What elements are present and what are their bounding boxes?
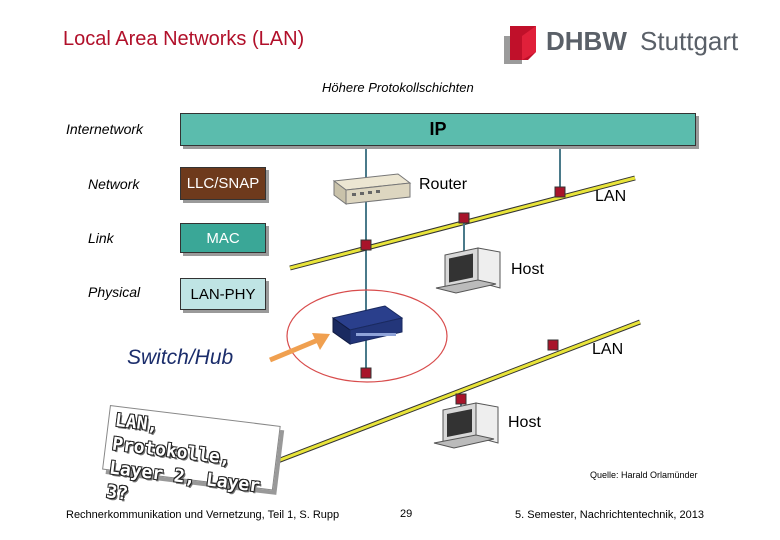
logo-dhbw-text: DHBW: [546, 26, 627, 56]
ip-label: IP: [429, 119, 447, 139]
layer-label-link: Link: [88, 230, 114, 246]
layer-label-physical: Physical: [88, 284, 141, 300]
llc-snap-box: LLC/SNAP: [180, 167, 266, 200]
ip-layer-box: IP: [180, 113, 696, 146]
host-bottom-label: Host: [508, 414, 541, 431]
lan-phy-box: LAN-PHY: [180, 278, 266, 310]
switch-hub-icon: [331, 305, 404, 345]
lan-bottom-label: LAN: [592, 341, 624, 358]
top-caption: Höhere Protokollschichten: [322, 80, 474, 95]
connector-switch: [360, 367, 372, 379]
layer-label-internetwork: Internetwork: [66, 121, 144, 137]
page-number: 29: [400, 508, 413, 520]
dhbw-logo: DHBW Stuttgart: [500, 22, 750, 66]
logo-city-text: Stuttgart: [640, 26, 739, 56]
connector-host-bottom: [455, 393, 467, 405]
llc-label: LLC/SNAP: [186, 175, 260, 192]
lan-bus-bottom: [214, 320, 641, 487]
host-computer-icon-top: [435, 247, 501, 294]
switch-hub-label: Switch/Hub: [127, 346, 234, 369]
connector-host-top: [458, 212, 470, 224]
dhbw-logo-icon: [504, 26, 536, 64]
mac-label: MAC: [206, 229, 240, 247]
connector-lan-bottom: [547, 339, 559, 351]
connector-router: [360, 239, 372, 251]
footer-course: Rechnerkommunikation und Vernetzung, Tei…: [66, 509, 340, 521]
layer-label-network: Network: [88, 176, 140, 192]
switch-highlight-circle: [286, 289, 448, 383]
connector-lan-top: [554, 186, 566, 198]
lan-top-label: LAN: [595, 188, 627, 205]
slide-title: Local Area Networks (LAN): [63, 28, 305, 50]
router-icon: [332, 173, 412, 205]
footer-semester: 5. Semester, Nachrichtentechnik, 2013: [515, 509, 704, 521]
phy-label: LAN-PHY: [190, 285, 256, 303]
source-credit: Quelle: Harald Orlamünder: [590, 470, 698, 480]
host-computer-icon-bottom: [433, 402, 499, 449]
router-label: Router: [419, 176, 468, 193]
arrow-to-switch: [269, 337, 319, 363]
mac-box: MAC: [180, 223, 266, 253]
arrow-head: [312, 333, 330, 350]
host-top-label: Host: [511, 261, 544, 278]
